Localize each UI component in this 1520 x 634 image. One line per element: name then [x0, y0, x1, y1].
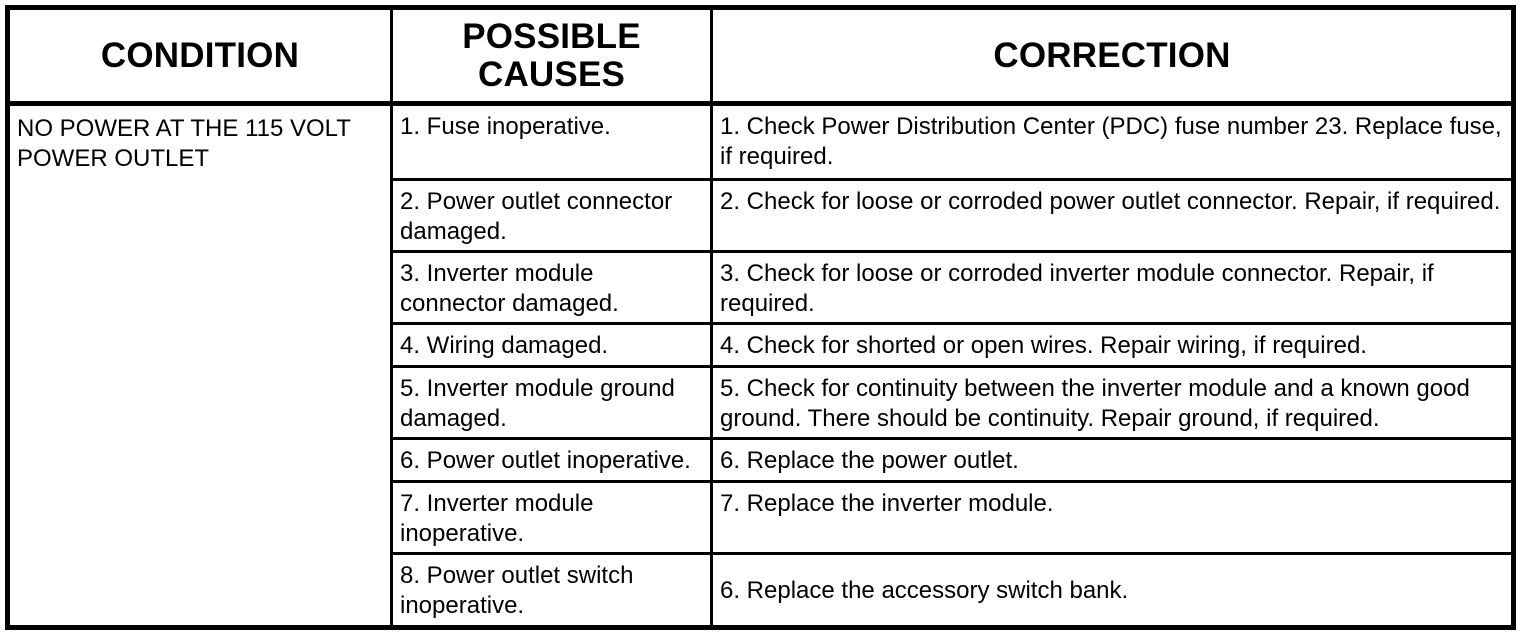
column-header-possible-causes-line2: CAUSES: [477, 54, 626, 94]
table-row: 5. Inverter module ground damaged. 5. Ch…: [8, 365, 1514, 439]
cause-cell-5: 5. Inverter module ground damaged.: [391, 365, 713, 439]
cause-cell-8: 8. Power outlet switch inoperative.: [391, 552, 713, 628]
correction-cell-1: 1. Check Power Distribution Center (PDC)…: [720, 113, 1502, 170]
correction-cell-4: 4. Check for shorted or open wires. Repa…: [711, 322, 1514, 367]
column-header-correction: CORRECTION: [711, 7, 1514, 106]
column-header-condition: CONDITION: [7, 7, 393, 106]
correction-cell-2: 2. Check for loose or corroded power out…: [711, 177, 1514, 252]
table-header: CONDITION POSSIBLE CAUSES CORRECTION: [7, 7, 1514, 106]
cause-cell-1: 1. Fuse inoperative.: [391, 103, 713, 180]
condition-text: NO POWER AT THE 115 VOLT POWER OUTLET: [17, 115, 351, 172]
cause-cell-4: 4. Wiring damaged.: [391, 322, 713, 367]
condition-cell: NO POWER AT THE 115 VOLT POWER OUTLET: [7, 103, 393, 628]
correction-cell-6: 6. Replace the power outlet.: [711, 437, 1514, 482]
table-row: NO POWER AT THE 115 VOLT POWER OUTLET 1.…: [7, 103, 1514, 628]
cause-cell-2: 2. Power outlet connector damaged.: [391, 177, 713, 252]
table-row: 2. Power outlet connector damaged. 2. Ch…: [8, 177, 1514, 252]
table-row: 4. Wiring damaged. 4. Check for shorted …: [8, 322, 1514, 367]
table-row: 7. Inverter module inoperative. 7. Repla…: [8, 480, 1514, 554]
column-header-possible-causes: POSSIBLE CAUSES: [391, 7, 713, 106]
diagnostic-table: CONDITION POSSIBLE CAUSES CORRECTION NO …: [5, 5, 1516, 631]
table-body: NO POWER AT THE 115 VOLT POWER OUTLET 1.…: [7, 103, 1514, 628]
correction-cell-8: 6. Replace the accessory switch bank.: [711, 552, 1514, 628]
correction-cell-5: 5. Check for continuity between the inve…: [711, 365, 1514, 439]
header-row: CONDITION POSSIBLE CAUSES CORRECTION: [7, 7, 1514, 106]
table-row: 8. Power outlet switch inoperative. 6. R…: [8, 552, 1514, 628]
cause-cell-7: 7. Inverter module inoperative.: [391, 480, 713, 554]
correction-cell-7: 7. Replace the inverter module.: [711, 480, 1514, 554]
cause-cell-6: 6. Power outlet inoperative.: [391, 437, 713, 482]
table-row: 6. Power outlet inoperative. 6. Replace …: [8, 437, 1514, 482]
correction-cell-3: 3. Check for loose or corroded inverter …: [711, 250, 1514, 324]
column-header-possible-causes-line1: POSSIBLE: [462, 17, 641, 57]
cause-cell-3: 3. Inverter module connector damaged.: [391, 250, 713, 324]
table-row: 3. Inverter module connector damaged. 3.…: [8, 250, 1514, 324]
